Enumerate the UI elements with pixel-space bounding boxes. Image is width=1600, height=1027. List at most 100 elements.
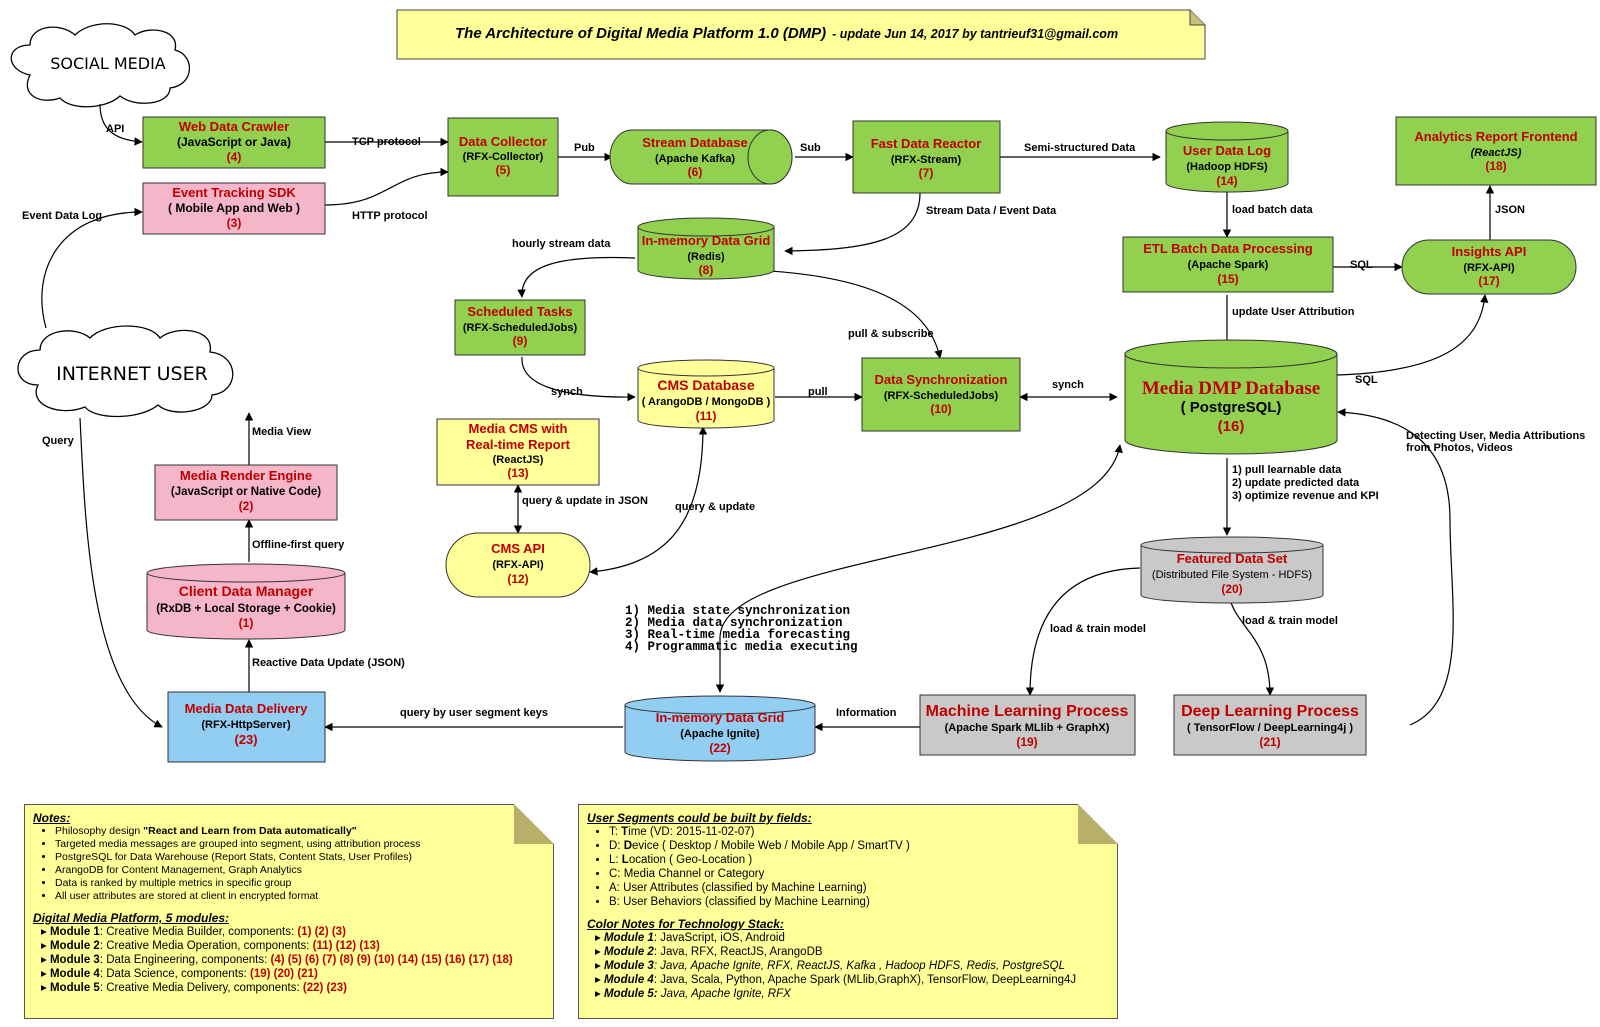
- svg-text:Data Synchronization: Data Synchronization: [875, 372, 1008, 387]
- svg-text:(4): (4): [227, 150, 242, 164]
- node-scheduled-tasks: Scheduled Tasks (RFX-ScheduledJobs) (9): [454, 299, 586, 356]
- edge-label: JSON: [1495, 204, 1525, 216]
- svg-text:CMS API: CMS API: [491, 541, 545, 556]
- svg-text:In-memory Data Grid: In-memory Data Grid: [642, 233, 771, 248]
- segment-item: D: Device ( Desktop / Mobile Web / Mobil…: [609, 839, 1109, 853]
- svg-text:(10): (10): [930, 402, 951, 416]
- node-media-render-engine: Media Render Engine (JavaScript or Nativ…: [154, 464, 338, 521]
- node-cms-api: CMS API (RFX-API) (12): [445, 532, 591, 598]
- edge-label: query & update in JSON: [522, 495, 648, 507]
- edge-label: update User Attribution: [1232, 306, 1355, 318]
- stack-item: Module 1: JavaScript, iOS, Android: [595, 931, 1109, 945]
- node-insights-api: Insights API (RFX-API) (17): [1401, 239, 1577, 295]
- edge-label: pull: [808, 386, 828, 398]
- svg-text:Machine Learning Process: Machine Learning Process: [926, 703, 1129, 720]
- edge-label: Semi-structured Data: [1024, 142, 1136, 154]
- svg-text:(12): (12): [507, 572, 528, 586]
- svg-text:Web Data Crawler: Web Data Crawler: [179, 119, 289, 134]
- svg-text:In-memory Data Grid: In-memory Data Grid: [656, 710, 785, 725]
- svg-text:Featured Data Set: Featured Data Set: [1177, 551, 1288, 566]
- node-featured-data-set: Featured Data Set (Distributed File Syst…: [1140, 536, 1324, 604]
- note-item: ArangoDB for Content Management, Graph A…: [55, 864, 545, 877]
- svg-text:(5): (5): [496, 163, 511, 177]
- svg-text:ETL Batch Data Processing: ETL Batch Data Processing: [1143, 241, 1313, 256]
- svg-text:Media Render Engine: Media Render Engine: [180, 468, 312, 483]
- edge-label: load & train model: [1050, 623, 1146, 635]
- internet-user-label: INTERNET USER: [56, 363, 208, 385]
- stack-item: Module 2: Java, RFX, ReactJS, ArangoDB: [595, 945, 1109, 959]
- svg-text:(RFX-ScheduledJobs): (RFX-ScheduledJobs): [463, 322, 578, 334]
- edge-label: SQL: [1355, 374, 1378, 386]
- edge-label: load batch data: [1232, 204, 1314, 216]
- edge-label: Stream Data / Event Data: [926, 205, 1057, 217]
- segment-item: A: User Attributes (classified by Machin…: [609, 881, 1109, 895]
- svg-text:(Apache Ignite): (Apache Ignite): [680, 728, 760, 740]
- svg-text:(ReactJS): (ReactJS): [493, 454, 544, 466]
- edge-label: Query: [42, 435, 75, 447]
- node-data-collector: Data Collector (RFX-Collector) (5): [447, 117, 559, 197]
- node-media-data-delivery: Media Data Delivery (RFX-HttpServer) (23…: [167, 691, 326, 763]
- svg-text:(11): (11): [696, 409, 717, 423]
- modules-heading: Digital Media Platform, 5 modules:: [33, 911, 230, 925]
- modules-list: Module 1: Creative Media Builder, compon…: [33, 925, 545, 995]
- svg-text:(1): (1): [239, 616, 254, 630]
- svg-text:(8): (8): [699, 263, 714, 277]
- svg-text:(RFX-HttpServer): (RFX-HttpServer): [201, 719, 291, 731]
- svg-text:Event Tracking SDK: Event Tracking SDK: [172, 185, 296, 200]
- svg-text:(RFX-API): (RFX-API): [492, 559, 544, 571]
- stack-item: Module 4: Java, Scala, Python, Apache Sp…: [595, 973, 1109, 987]
- svg-text:(19): (19): [1016, 735, 1037, 749]
- svg-text:(18): (18): [1485, 159, 1506, 173]
- edge-label: query & update: [675, 501, 755, 513]
- stack-list: Module 1: JavaScript, iOS, Android Modul…: [587, 931, 1109, 1001]
- svg-text:(RFX-API): (RFX-API): [1463, 262, 1515, 274]
- segment-item: T: Time (VD: 2015-11-02-07): [609, 825, 1109, 839]
- note-item: Targeted media messages are grouped into…: [55, 838, 545, 851]
- title-banner: The Architecture of Digital Media Platfo…: [396, 9, 1206, 60]
- segment-item: L: Location ( Geo-Location ): [609, 853, 1109, 867]
- svg-text:( PostgreSQL): ( PostgreSQL): [1181, 399, 1282, 416]
- svg-text:Scheduled Tasks: Scheduled Tasks: [467, 304, 572, 319]
- notes-left-panel: Notes: Philosophy design "React and Lear…: [24, 804, 554, 1019]
- svg-text:Media Data Delivery: Media Data Delivery: [185, 701, 309, 716]
- edge-label: 3) optimize revenue and KPI: [1232, 490, 1379, 502]
- edge-label: Information: [836, 707, 897, 719]
- svg-text:Client Data Manager: Client Data Manager: [179, 583, 314, 599]
- edge-labels: API TCP protocol HTTP protocol Event Dat…: [22, 123, 1585, 719]
- node-data-synchronization: Data Synchronization (RFX-ScheduledJobs)…: [861, 357, 1021, 432]
- page-fold: [514, 804, 554, 844]
- svg-text:( TensorFlow / DeepLearning4j: ( TensorFlow / DeepLearning4j ): [1187, 722, 1353, 734]
- svg-text:(RFX-Stream): (RFX-Stream): [891, 154, 962, 166]
- edge-label: load & train model: [1242, 615, 1338, 627]
- svg-text:(Apache Kafka): (Apache Kafka): [655, 153, 735, 165]
- connectors: [41, 103, 1495, 732]
- edge-label: SQL: [1350, 259, 1373, 271]
- svg-text:(23): (23): [234, 732, 257, 747]
- svg-text:(Distributed File System - HDF: (Distributed File System - HDFS): [1152, 569, 1312, 581]
- stack-item: Module 5: Java, Apache Ignite, RFX: [595, 987, 1109, 1001]
- svg-text:User Data Log: User Data Log: [1183, 143, 1271, 158]
- svg-text:(3): (3): [227, 216, 242, 230]
- svg-text:(16): (16): [1218, 418, 1245, 435]
- svg-text:(13): (13): [507, 466, 528, 480]
- node-redis-grid: In-memory Data Grid (Redis) (8): [637, 217, 775, 280]
- node-etl-batch: ETL Batch Data Processing (Apache Spark)…: [1122, 236, 1334, 293]
- svg-text:The Architecture of Digital Me: The Architecture of Digital Media Platfo…: [455, 25, 1118, 42]
- svg-text:(17): (17): [1478, 274, 1499, 288]
- edge-label: Detecting User, Media Attributions: [1406, 430, 1585, 442]
- node-media-dmp-database: Media DMP Database ( PostgreSQL) (16): [1124, 339, 1338, 455]
- edge-label: Offline-first query: [252, 539, 345, 551]
- svg-text:(9): (9): [513, 334, 528, 348]
- node-media-cms: Media CMS with Real-time Report (ReactJS…: [436, 418, 600, 486]
- page-fold: [1078, 804, 1118, 844]
- svg-text:(RFX-ScheduledJobs): (RFX-ScheduledJobs): [884, 390, 999, 402]
- segments-list: T: Time (VD: 2015-11-02-07) D: Device ( …: [587, 825, 1109, 909]
- module-item: Module 3: Data Engineering, components: …: [41, 953, 545, 967]
- module-item: Module 4: Data Science, components: (19)…: [41, 967, 545, 981]
- svg-text:Media CMS with: Media CMS with: [469, 421, 568, 436]
- svg-text:Deep Learning Process: Deep Learning Process: [1181, 703, 1359, 720]
- notes-list: Philosophy design "React and Learn from …: [33, 825, 545, 903]
- segments-heading: User Segments could be built by fields:: [587, 811, 812, 825]
- svg-text:( Mobile App and Web ): ( Mobile App and Web ): [168, 201, 300, 215]
